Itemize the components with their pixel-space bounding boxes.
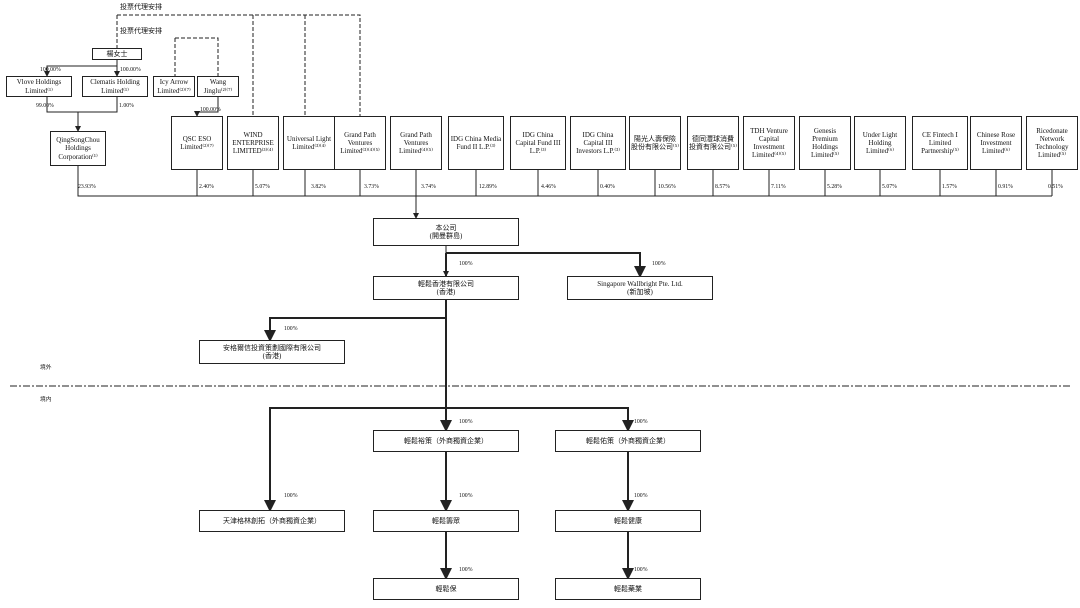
entity-qingsong-health: 輕鬆健康 [555, 510, 701, 532]
pct-gp2: 3.74% [421, 184, 436, 190]
shareholder-idg-investors: IDG China Capital III Investors L.P.⁽³⁾ [570, 116, 626, 170]
entity-angel: 安格爾信投資策劃國際有限公司 (香港) [199, 340, 345, 364]
entity-hk: 輕鬆香港有限公司 (香港) [373, 276, 519, 300]
shareholder-genesis: Genesis Premium Holdings Limited⁽⁵⁾ [799, 116, 851, 170]
shareholder-grand-path-1: Grand Path Ventures Limited⁽³⁾⁽⁴⁾⁽⁵⁾ [334, 116, 386, 170]
entity-company-name: 本公司 [435, 223, 457, 232]
pct-wfoe1-sub: 100% [459, 493, 473, 499]
pct-yang-clematis: 100.00% [120, 67, 141, 73]
voting-proxy-label-top: 投票代理安排 [120, 3, 162, 11]
voting-proxy-label-mid: 投票代理安排 [120, 27, 162, 35]
pct-idg-investors: 0.40% [600, 184, 615, 190]
entity-angel-name: 安格爾信投資策劃國際有限公司 [223, 343, 321, 352]
shareholder-qsc-eso: QSC ESO Limited⁽²⁾⁽⁷⁾ [171, 116, 223, 170]
label-offshore: 境外 [40, 365, 52, 371]
pct-hk-wfoe1: 100% [459, 419, 473, 425]
shareholder-icy-arrow: Icy Arrow Limited⁽²⁾⁽⁷⁾ [153, 76, 195, 97]
pct-ce: 1.57% [942, 184, 957, 190]
shareholder-clematis: Clematis Holding Limited⁽¹⁾ [82, 76, 148, 97]
pct-wang-eso: 100.00% [200, 107, 221, 113]
pct-under-light: 5.07% [882, 184, 897, 190]
pct-company-hk: 100% [459, 261, 473, 267]
shareholder-yang: 楊女士 [92, 48, 142, 60]
label-onshore: 境内 [40, 397, 52, 403]
entity-angel-jurisdiction: (香港) [262, 352, 282, 360]
pct-gp1: 3.73% [364, 184, 379, 190]
pct-detong: 8.57% [715, 184, 730, 190]
pct-idg-media: 12.89% [479, 184, 497, 190]
shareholder-qingsongchou-holdings: QingSongChou Holdings Corporation⁽¹⁾ [50, 131, 106, 166]
pct-yang-vlove: 100.00% [40, 67, 61, 73]
pct-universal: 3.82% [311, 184, 326, 190]
entity-tianjin: 天津格林創拓（外商獨資企業） [199, 510, 345, 532]
entity-wfoe-yuce: 輕鬆裕策（外商獨資企業） [373, 430, 519, 452]
shareholder-chinese-rose: Chinese Rose Investment Limited⁽⁶⁾ [970, 116, 1022, 170]
shareholder-universal-light: Universal Light Limited⁽³⁾⁽⁴⁾ [283, 116, 335, 170]
entity-qingsong-jiayuan: 輕鬆藥業 [555, 578, 701, 600]
shareholder-grand-path-2: Grand Path Ventures Limited⁽⁴⁾⁽⁵⁾ [390, 116, 442, 170]
shareholder-wind: WIND ENTERPRISE LIMITED⁽³⁾⁽⁴⁾ [227, 116, 279, 170]
entity-singapore: Singapore Wallbright Pte. Ltd. (新加坡) [567, 276, 713, 300]
pct-ricedonate: 0.51% [1048, 184, 1063, 190]
shareholder-vlove: Vlove Holdings Limited⁽¹⁾ [6, 76, 72, 97]
entity-singapore-jurisdiction: (新加坡) [627, 288, 653, 296]
shareholder-sunshine-life: 陽光人壽保險股份有限公司⁽⁵⁾ [629, 116, 681, 170]
pct-qsc-holdings: 23.93% [78, 184, 96, 190]
shareholder-idg-capital: IDG China Capital Fund III L.P.⁽³⁾ [510, 116, 566, 170]
entity-hk-name: 輕鬆香港有限公司 [418, 279, 474, 288]
pct-sunshine: 10.56% [658, 184, 676, 190]
entity-hk-jurisdiction: (香港) [436, 288, 456, 296]
pct-sub-leaf1: 100% [459, 567, 473, 573]
shareholder-detong: 德同灃球消費投資有限公司⁽⁵⁾ [687, 116, 739, 170]
entity-qingsong-chou: 輕鬆籌眾 [373, 510, 519, 532]
shareholder-idg-media: IDG China Media Fund II L.P.⁽³⁾ [448, 116, 504, 170]
pct-hk-angel: 100% [284, 326, 298, 332]
entity-wfoe-youce: 輕鬆佑策（外商獨資企業） [555, 430, 701, 452]
shareholder-tdh: TDH Venture Capital Investment Limited⁽⁴… [743, 116, 795, 170]
pct-hk-tianjin: 100% [284, 493, 298, 499]
pct-company-sg: 100% [652, 261, 666, 267]
pct-hk-wfoe2: 100% [634, 419, 648, 425]
pct-idg-capital: 4.46% [541, 184, 556, 190]
entity-company: 本公司 (開曼群島) [373, 218, 519, 246]
shareholder-ricedonate: Ricedonate Network Technology Limited⁽⁵⁾ [1026, 116, 1078, 170]
pct-qsc-eso: 2.40% [199, 184, 214, 190]
pct-wind: 5.07% [255, 184, 270, 190]
shareholder-under-light: Under Light Holding Limited⁽⁶⁾ [854, 116, 906, 170]
entity-singapore-name: Singapore Wallbright Pte. Ltd. [597, 279, 683, 288]
pct-vlove-qsc: 99.00% [36, 103, 54, 109]
pct-tdh: 7.11% [771, 184, 786, 190]
shareholder-wang-jinglu: Wang Jinglu⁽²⁾⁽⁷⁾ [197, 76, 239, 97]
pct-wfoe2-sub: 100% [634, 493, 648, 499]
entity-qingsong-bao: 輕鬆保 [373, 578, 519, 600]
shareholder-ce-fintech: CE Fintech I Limited Partnership⁽⁵⁾ [912, 116, 968, 170]
entity-company-jurisdiction: (開曼群島) [429, 232, 463, 240]
pct-rose: 0.91% [998, 184, 1013, 190]
pct-clematis-qsc: 1.00% [119, 103, 134, 109]
pct-sub-leaf2: 100% [634, 567, 648, 573]
pct-genesis: 5.28% [827, 184, 842, 190]
